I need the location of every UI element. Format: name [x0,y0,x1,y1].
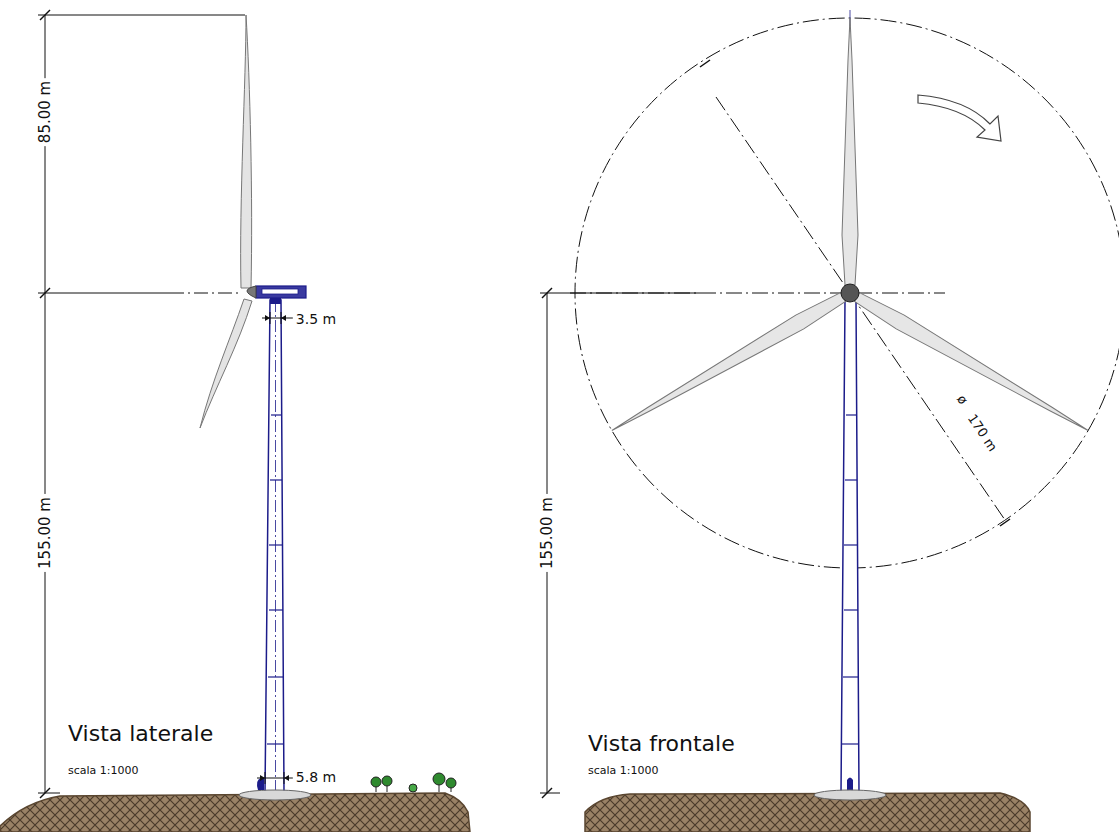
view-title: Vista laterale [68,722,213,746]
dimension-label: 155.00 m [539,494,556,572]
scale-note: scala 1:1000 [588,765,659,777]
scale-note: scala 1:1000 [68,765,139,777]
dimension-label: 3.5 m [293,312,339,327]
dimension-label: 155.00 m [37,494,54,572]
view-title: Vista frontale [588,732,735,756]
dimension-label: 170 m [963,409,1001,456]
dimension-label: 85.00 m [37,78,54,146]
dimension-label: 5.8 m [293,770,339,785]
diameter-symbol: ø [952,390,972,410]
